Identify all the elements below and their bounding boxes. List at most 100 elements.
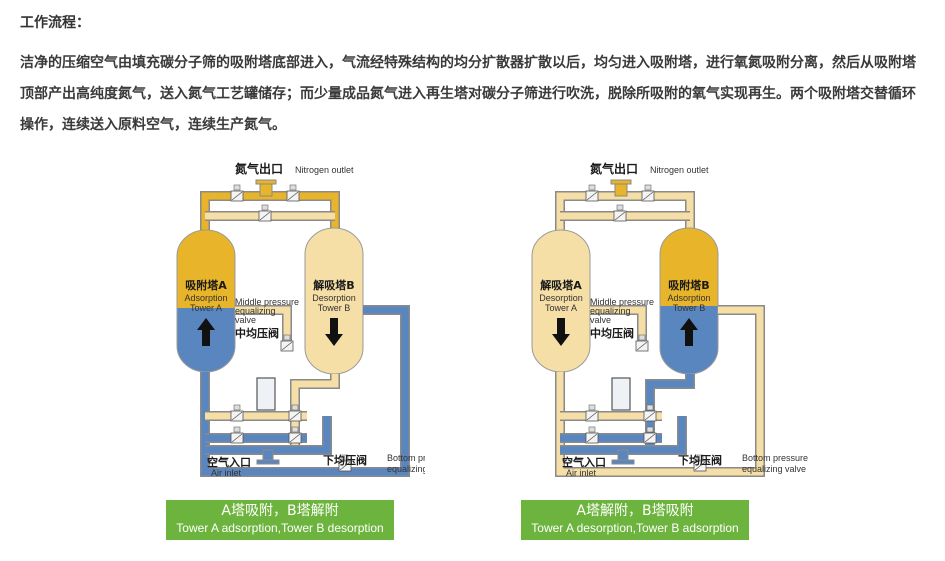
- mid-label-en2: equalizing: [235, 306, 276, 316]
- left-flow-arrow: [552, 318, 570, 346]
- caption-a-adsorption: A塔吸附，B塔解附 Tower A adsorption,Tower B des…: [166, 500, 394, 540]
- caption-cn: A塔吸附，B塔解附: [221, 503, 339, 519]
- description-line-3: 操作，连续送入原料空气，连续生产氮气。: [20, 116, 286, 132]
- left-tower-en2: Tower A: [545, 303, 577, 313]
- top-valve-left-1-slash: [586, 191, 598, 201]
- filter-0: [256, 377, 276, 411]
- left-tower-en1: Adsorption: [184, 293, 227, 303]
- right-flow-arrow: [325, 318, 343, 346]
- inlet-flange-1: [611, 459, 635, 465]
- top-valve-left-0-slash: [231, 191, 243, 201]
- section-heading: 工作流程：: [20, 14, 90, 30]
- mid-label-cn: 中均压阀: [590, 326, 634, 340]
- bottom-label-en2: equalizing valve: [742, 464, 806, 474]
- bottom-valve-3-1-slash: [586, 433, 598, 443]
- mid-valve-0-cap: [283, 334, 291, 341]
- right-tower-en1: Adsorption: [667, 293, 710, 303]
- outlet-label-cn: 氮气出口: [590, 161, 638, 176]
- bottom-label-en1: Bottom pressure: [387, 453, 425, 463]
- bottom-valve-2-0-slash: [289, 411, 301, 421]
- inlet-label-en: Air inlet: [566, 468, 597, 478]
- caption-en: Tower A desorption,Tower B adsorption: [531, 521, 739, 535]
- bottom-label-cn: 下均压阀: [678, 453, 722, 467]
- mid-label-en1: Middle pressure: [235, 297, 299, 307]
- outlet-flange-0: [255, 179, 277, 185]
- mid-valve-0-slash: [281, 341, 293, 351]
- tower-right-1: [659, 227, 719, 375]
- tower-right-0: [304, 227, 364, 375]
- bottom-eq-valve-1-slash: [694, 461, 706, 471]
- inlet-label-cn: 空气入口: [207, 455, 251, 469]
- caption-cn: A塔解附，B塔吸附: [576, 503, 694, 519]
- tower-left-1: [531, 229, 591, 373]
- top-valve-right-0-slash: [287, 191, 299, 201]
- inlet-label-cn: 空气入口: [562, 455, 606, 469]
- inlet-label-en: Air inlet: [211, 468, 242, 478]
- description-line-2: 顶部产出高纯度氮气，送入氮气工艺罐储存；而少量成品氮气进入再生塔对碳分子筛进行吹…: [20, 85, 916, 101]
- top-valve-right-1-cap: [644, 184, 652, 191]
- bottom-label-cn: 下均压阀: [323, 453, 367, 467]
- outlet-flange-1: [610, 179, 632, 185]
- right-tower-cn: 解吸塔B: [313, 278, 354, 292]
- mid-label-en3: valve: [235, 315, 256, 325]
- bottom-valve-1-0-cap: [233, 404, 241, 411]
- bottom-valve-4-0-slash: [289, 433, 301, 443]
- bottom-valve-4-0-cap: [291, 426, 299, 433]
- tower-right-0-upper: [305, 228, 363, 374]
- outlet-label-en: Nitrogen outlet: [295, 165, 354, 175]
- bottom-valve-3-0-slash: [231, 433, 243, 443]
- right-tower-en2: Tower B: [673, 303, 706, 313]
- bottom-valve-2-1-slash: [644, 411, 656, 421]
- description-line-1: 洁净的压缩空气由填充碳分子筛的吸附塔底部进入，气流经特殊结构的均分扩散器扩散以后…: [20, 54, 916, 70]
- left-tower-cn: 解吸塔A: [540, 278, 582, 292]
- mid-label-cn: 中均压阀: [235, 326, 279, 340]
- bottom-label-en2: equalizing valve: [387, 464, 425, 474]
- left-tower-en2: Tower A: [190, 303, 222, 313]
- bottom-eq-valve-0-slash: [339, 461, 351, 471]
- process-description: 洁净的压缩空气由填充碳分子筛的吸附塔底部进入，气流经特殊结构的均分扩散器扩散以后…: [20, 47, 925, 140]
- top-valve-mid-0-slash: [259, 211, 271, 221]
- inlet-flange-0: [256, 459, 280, 465]
- tower-left-0-upper: [177, 230, 235, 308]
- mid-label-en3: valve: [590, 315, 611, 325]
- top-valve-left-1-cap: [588, 184, 596, 191]
- bottom-valve-2-0-cap: [291, 404, 299, 411]
- tower-left-0: [176, 229, 236, 373]
- right-tower-en2: Tower B: [318, 303, 351, 313]
- bottom-label-en1: Bottom pressure: [742, 453, 808, 463]
- outlet-label-en: Nitrogen outlet: [650, 165, 709, 175]
- right-tower-en1: Desorption: [312, 293, 356, 303]
- tower-left-1-upper: [532, 230, 590, 372]
- bottom-valve-2-1-cap: [646, 404, 654, 411]
- bottom-manifold-3-1: [560, 416, 686, 454]
- mid-valve-1-slash: [636, 341, 648, 351]
- bottom-eq-valve-0-cap: [341, 454, 349, 461]
- top-valve-mid-0-cap: [261, 204, 269, 211]
- top-valve-right-1-slash: [642, 191, 654, 201]
- mid-label-en2: equalizing: [590, 306, 631, 316]
- left-flow-arrow: [197, 318, 215, 346]
- caption-en: Tower A adsorption,Tower B desorption: [176, 521, 384, 535]
- outlet-label-cn: 氮气出口: [235, 161, 283, 176]
- tower-right-1-upper: [660, 228, 718, 306]
- top-valve-mid-1-slash: [614, 211, 626, 221]
- right-flow-arrow: [680, 318, 698, 346]
- bottom-valve-3-1-cap: [588, 426, 596, 433]
- bottom-valve-4-1-cap: [646, 426, 654, 433]
- top-valve-right-0-cap: [289, 184, 297, 191]
- bottom-valve-1-1-cap: [588, 404, 596, 411]
- bottom-valve-3-0-cap: [233, 426, 241, 433]
- top-valve-mid-1-cap: [616, 204, 624, 211]
- bottom-valve-1-0-slash: [231, 411, 243, 421]
- left-tower-en1: Desorption: [539, 293, 583, 303]
- caption-b-adsorption: A塔解附，B塔吸附 Tower A desorption,Tower B ads…: [521, 500, 749, 540]
- mid-label-en1: Middle pressure: [590, 297, 654, 307]
- top-valve-left-0-cap: [233, 184, 241, 191]
- bottom-valve-1-1-slash: [586, 411, 598, 421]
- bottom-manifold-3-0: [205, 416, 331, 454]
- bottom-eq-valve-1-cap: [696, 454, 704, 461]
- filter-1: [611, 377, 631, 411]
- right-tower-cn: 吸附塔B: [668, 278, 709, 292]
